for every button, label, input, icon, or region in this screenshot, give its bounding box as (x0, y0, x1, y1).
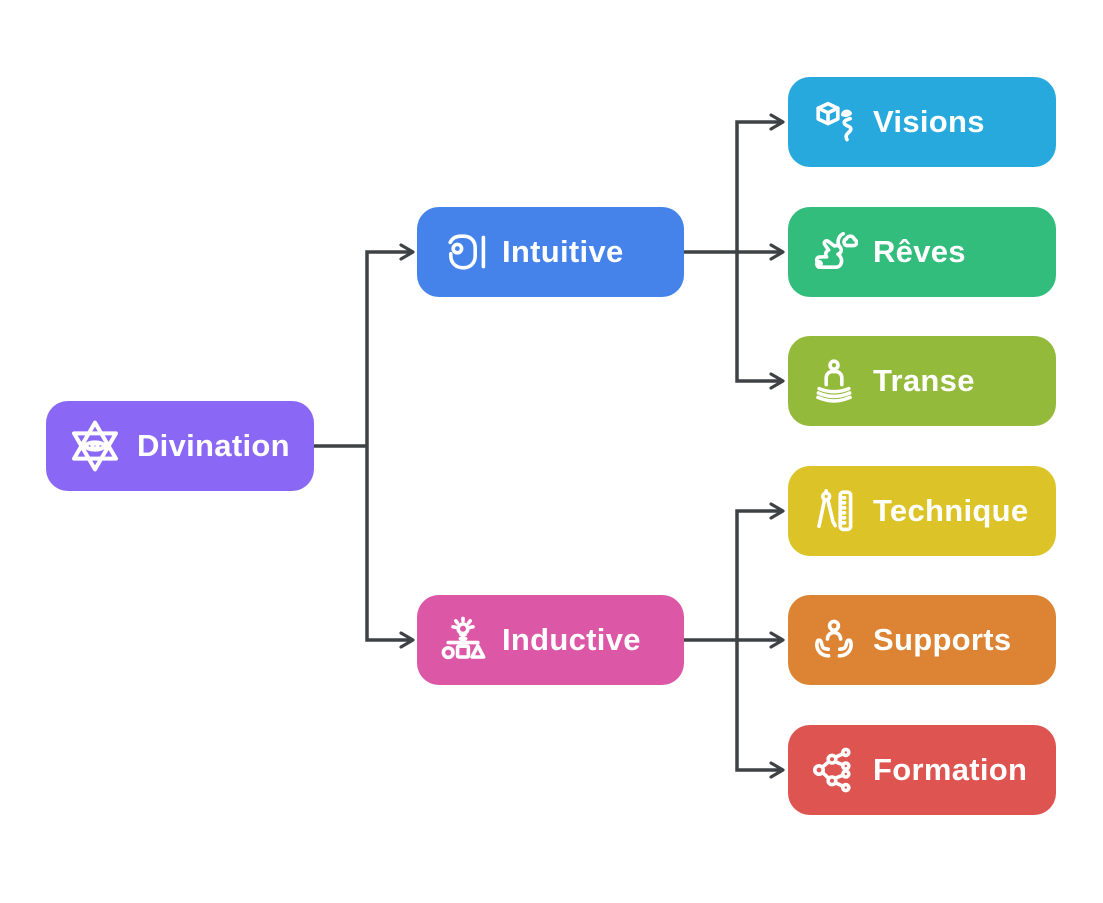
node-label: Intuitive (502, 234, 624, 269)
node-divination: Divination (46, 401, 314, 491)
compass-ruler-icon (810, 487, 858, 535)
node-label: Visions (873, 104, 985, 139)
node-intuitive: Intuitive (417, 207, 684, 297)
node-label: Rêves (873, 234, 966, 269)
node-label: Formation (873, 752, 1028, 787)
node-label: Inductive (502, 622, 641, 657)
node-label: Supports (873, 622, 1012, 657)
node-supports: Supports (788, 595, 1056, 685)
node-label: Technique (873, 493, 1029, 528)
idea-sorting-icon (439, 616, 487, 664)
node-transe: Transe (788, 336, 1056, 426)
node-technique: Technique (788, 466, 1056, 556)
node-reves: Rêves (788, 207, 1056, 297)
network-tree-icon (810, 746, 858, 794)
spiral-swirl-icon (439, 228, 487, 276)
meditation-icon (810, 357, 858, 405)
node-label: Divination (137, 428, 290, 463)
hexagram-eye-icon (68, 419, 122, 473)
cube-squiggle-icon (810, 98, 858, 146)
node-visions: Visions (788, 77, 1056, 167)
caring-hands-icon (810, 616, 858, 664)
node-formation: Formation (788, 725, 1056, 815)
node-label: Transe (873, 363, 975, 398)
node-inductive: Inductive (417, 595, 684, 685)
dreaming-rabbit-icon (810, 228, 858, 276)
